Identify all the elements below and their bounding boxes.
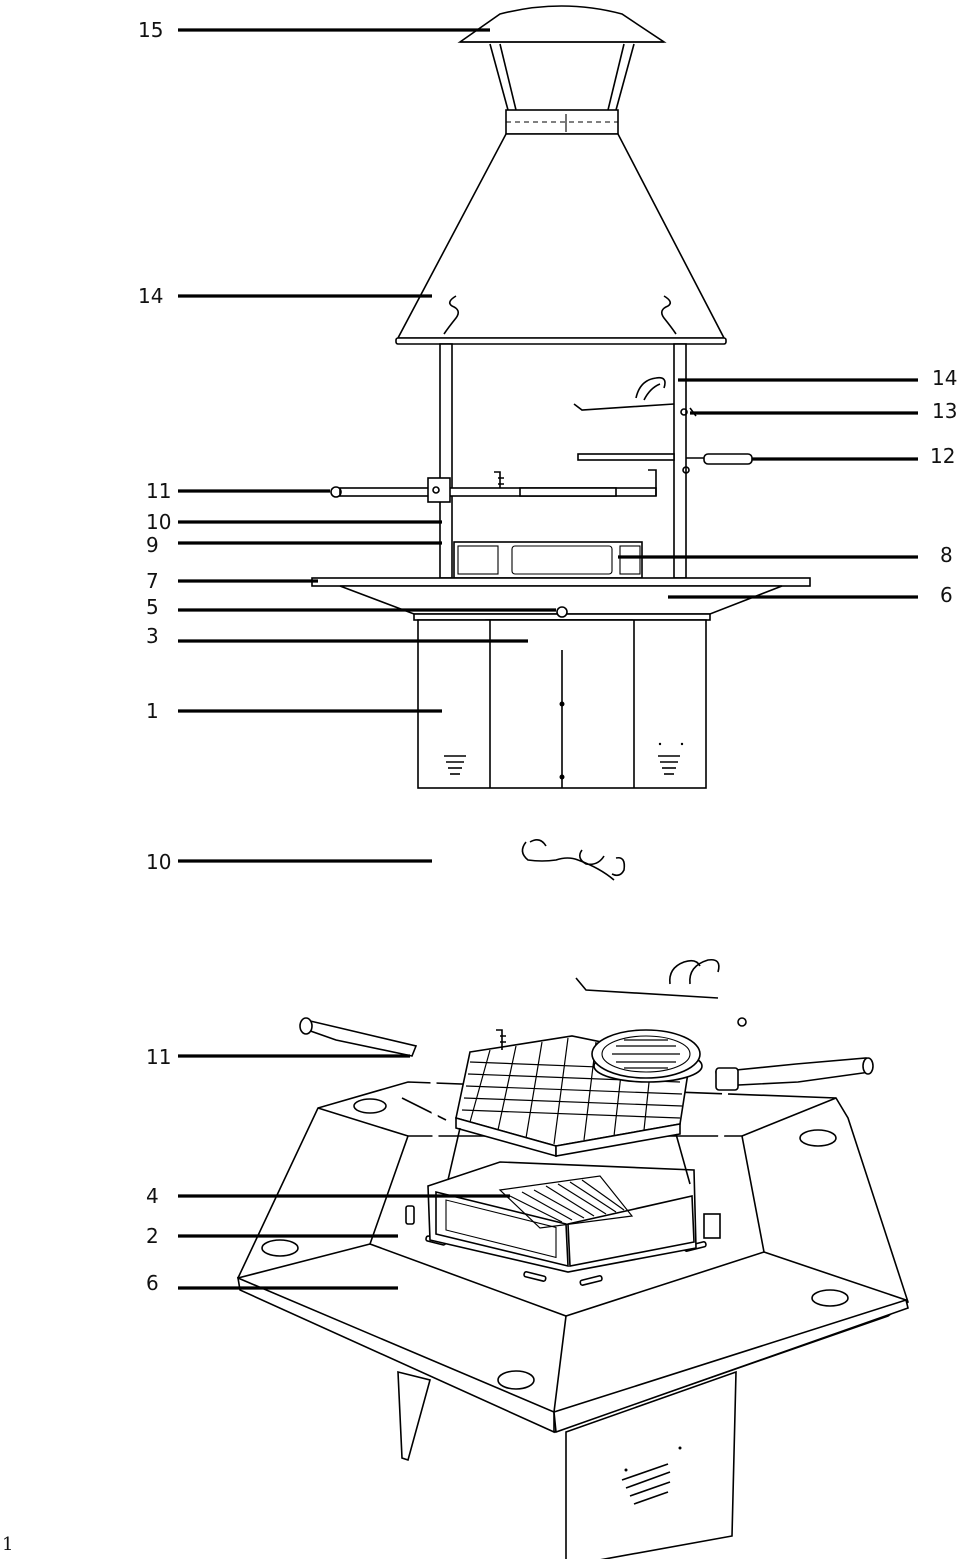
- rotisserie-spit: [577, 453, 753, 474]
- hood-cap: [457, 5, 667, 135]
- callout-label: 7: [146, 569, 159, 593]
- vent-right: [658, 742, 684, 775]
- callout-label: 11: [146, 479, 172, 503]
- callout-label: 10: [146, 510, 172, 534]
- callout-label: 15: [138, 18, 164, 42]
- callout-label: 9: [146, 533, 159, 557]
- cooking-grid: [447, 1029, 691, 1185]
- fire-basket-3d: [427, 1161, 697, 1273]
- callout-label: 6: [940, 583, 953, 607]
- vent-left: [444, 755, 466, 775]
- page-number: 1: [2, 1534, 14, 1555]
- callout-label: 5: [146, 595, 159, 619]
- callout-label: 1: [146, 699, 159, 723]
- top-leaders: [178, 28, 918, 713]
- round-griddle: [591, 1029, 703, 1083]
- callout-label: 13: [932, 399, 958, 423]
- charcoal-grate: [498, 1175, 634, 1229]
- callout-label: 6: [146, 1271, 159, 1295]
- callout-label: 2: [146, 1224, 159, 1248]
- hood-cone: [395, 133, 727, 345]
- handles: [299, 1017, 874, 1091]
- callout-label: 14: [932, 366, 958, 390]
- callout-label: 8: [940, 543, 953, 567]
- base-cabinet: [417, 619, 707, 789]
- callout-label: 12: [930, 444, 956, 468]
- grill-arm-left: [330, 469, 657, 503]
- callout-label: 10: [146, 850, 172, 874]
- callout-label: 14: [138, 284, 164, 308]
- table-top: [311, 577, 811, 621]
- bottom-leaders: [178, 859, 510, 1290]
- fire-basket-front: [453, 541, 643, 579]
- base-cabinet-3d: [397, 1370, 737, 1559]
- callout-label: 3: [146, 624, 159, 648]
- hook-bar-3d: [575, 958, 747, 1027]
- callout-label: 11: [146, 1045, 172, 1069]
- callout-label: 4: [146, 1184, 159, 1208]
- frame-arch: [422, 838, 742, 1239]
